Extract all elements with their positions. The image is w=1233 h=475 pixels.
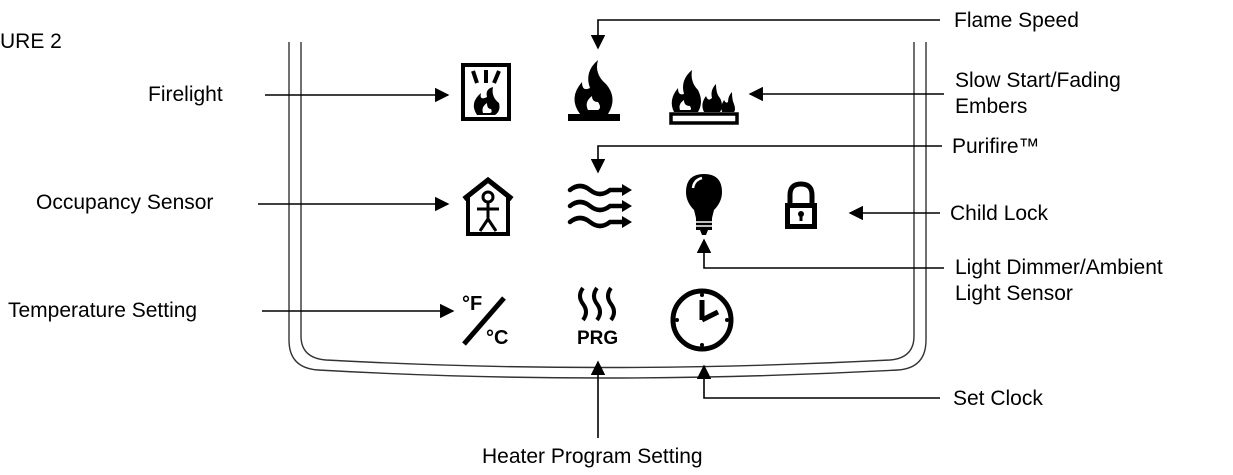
- occupancy-sensor-label: Occupancy Sensor: [36, 191, 214, 214]
- child-lock-label: Child Lock: [950, 202, 1049, 225]
- flame-speed-leader: [590, 19, 940, 50]
- occupancy-sensor-icon: [462, 177, 514, 236]
- clock-icon: [670, 288, 734, 352]
- firelight-icon: [461, 63, 511, 121]
- light-bulb-icon: [686, 174, 722, 235]
- heater-program-setting-label: Heater Program Setting: [482, 445, 703, 468]
- firelight-label: Firelight: [148, 83, 223, 106]
- child-lock-icon: [785, 181, 817, 229]
- purifire-icon: [567, 183, 632, 229]
- flame-speed-label: Flame Speed: [954, 9, 1079, 32]
- heater-program-icon: PRG: [577, 286, 618, 348]
- light-dimmer-label-line1: Light Dimmer/Ambient: [955, 256, 1163, 279]
- light-dimmer-label-line2: Light Sensor: [955, 282, 1073, 305]
- set-clock-leader: [696, 364, 940, 399]
- deg-f-text: °F: [462, 293, 482, 315]
- slow-start-label-line1: Slow Start/Fading: [955, 69, 1121, 92]
- light-dimmer-leader: [696, 238, 944, 269]
- slow-start-embers-icon: [669, 70, 739, 125]
- purifire-leader: [590, 145, 942, 174]
- flame-speed-icon: [568, 60, 620, 121]
- deg-c-text: °C: [486, 327, 508, 348]
- prg-text: PRG: [577, 328, 618, 348]
- temperature-icon: °F °C: [462, 293, 508, 348]
- slow-start-label-line2: Embers: [955, 95, 1028, 118]
- temperature-setting-label: Temperature Setting: [8, 299, 198, 322]
- figure-label: URE 2: [0, 30, 62, 53]
- purifire-label: Purifire™: [952, 135, 1040, 158]
- set-clock-label: Set Clock: [953, 387, 1043, 410]
